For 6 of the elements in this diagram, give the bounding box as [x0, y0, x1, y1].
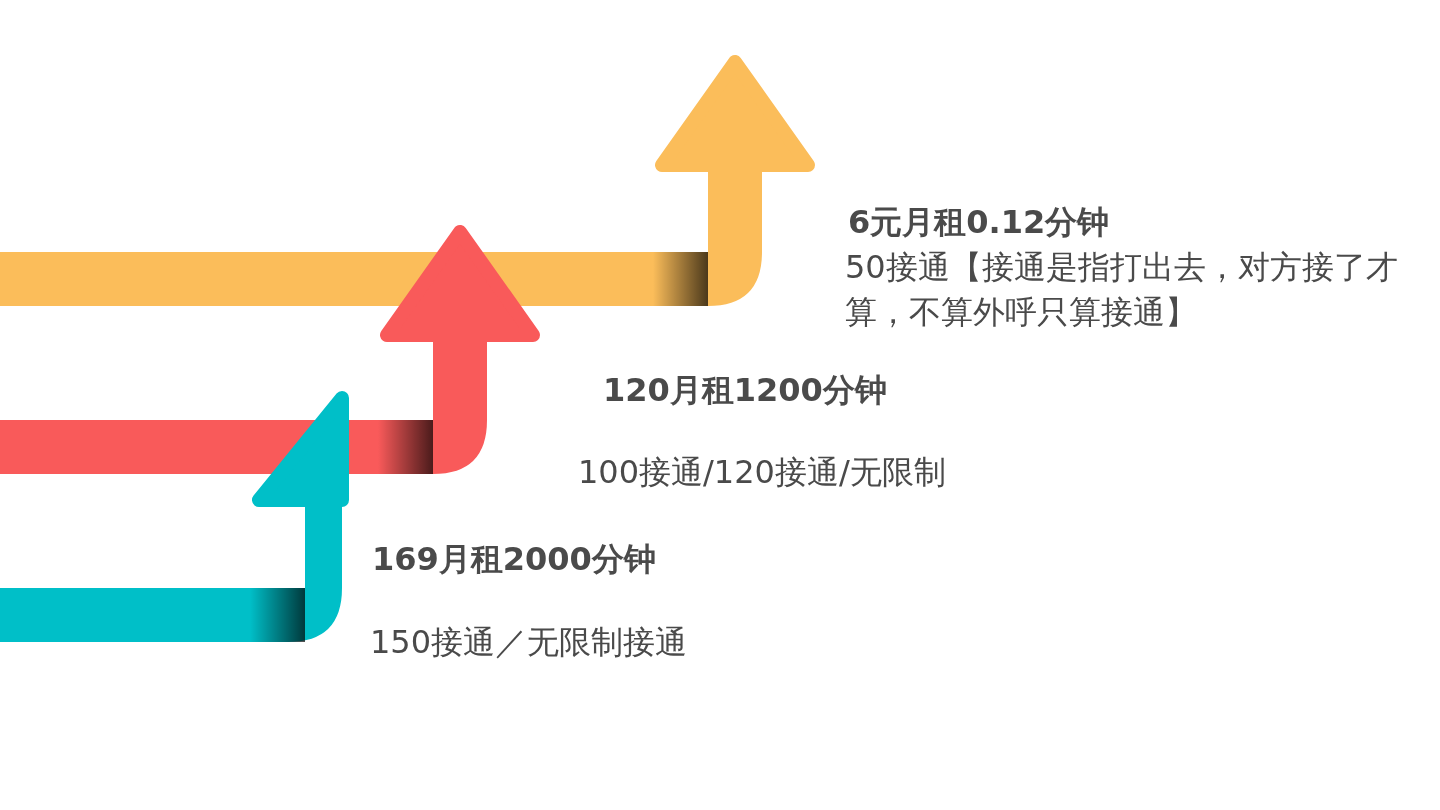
plan-heading: 120月租1200分钟	[603, 370, 888, 411]
plan-description: 150接通／无限制接通	[370, 622, 689, 663]
plan-description: 100接通/120接通/无限制	[578, 452, 947, 493]
plan-heading: 6元月租0.12分钟	[848, 202, 1111, 243]
plan-description: 50接通【接通是指打出去，对方接了才算，不算外呼只算接通】	[845, 247, 1399, 333]
plan-heading: 169月租2000分钟	[372, 539, 657, 580]
